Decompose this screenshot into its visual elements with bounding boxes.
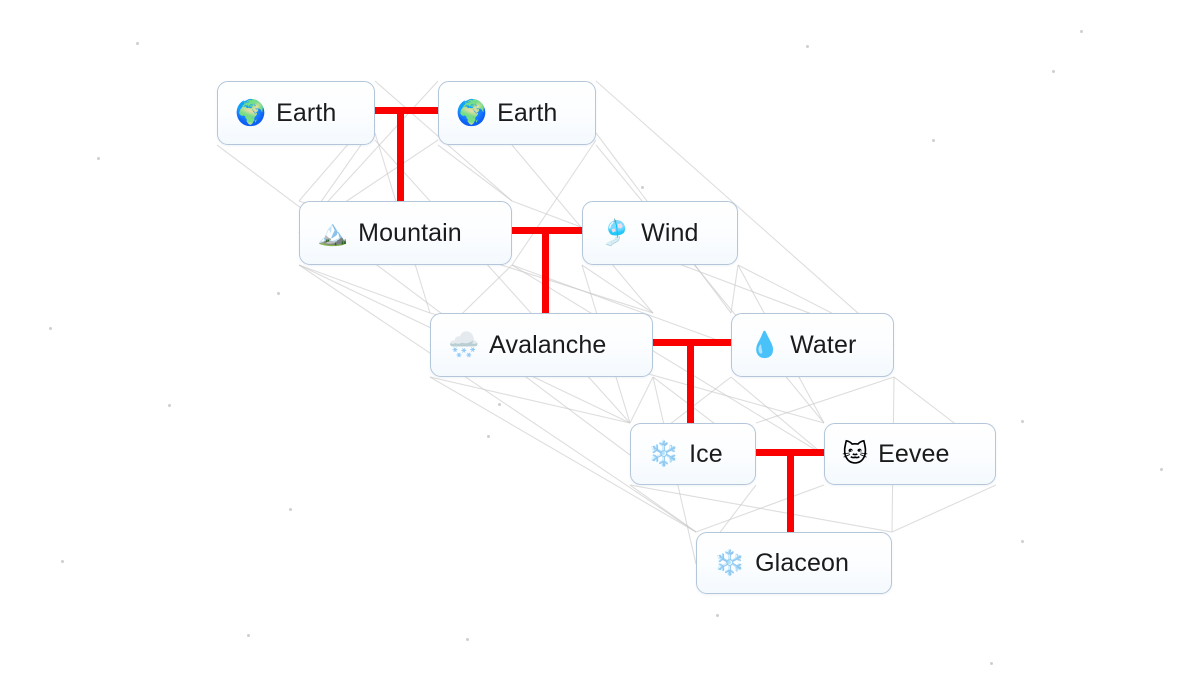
node-card-ice[interactable]: ❄️ Ice (630, 423, 756, 485)
node-card-glaceon[interactable]: ❄️ Glaceon (696, 532, 892, 594)
node-card-eevee[interactable]: 🐱 Eevee (824, 423, 996, 485)
node-card-earth-1[interactable]: 🌍 Earth (217, 81, 375, 145)
node-card-avalanche[interactable]: 🌨️ Avalanche (430, 313, 653, 377)
earth-globe-icon: 🌍 (456, 98, 488, 127)
mountain-icon: 🏔️ (317, 218, 349, 247)
earth-globe-icon: 🌍 (235, 98, 267, 127)
snowflake-icon: ❄️ (714, 548, 746, 577)
cat-face-icon: 🐱 (842, 439, 869, 468)
wind-flag-icon: 🎐 (600, 218, 632, 247)
node-label: Avalanche (489, 330, 607, 359)
node-card-mountain[interactable]: 🏔️ Mountain (299, 201, 512, 265)
node-label: Earth (497, 98, 558, 127)
node-label: Ice (689, 439, 723, 468)
node-card-water[interactable]: 💧 Water (731, 313, 894, 377)
snowflake-icon: ❄️ (648, 439, 680, 468)
node-label: Mountain (358, 218, 462, 247)
node-card-wind[interactable]: 🎐 Wind (582, 201, 738, 265)
node-label: Earth (276, 98, 337, 127)
node-label: Water (790, 330, 857, 359)
node-label: Wind (641, 218, 699, 247)
avalanche-cloud-icon: 🌨️ (448, 330, 480, 359)
water-droplet-icon: 💧 (749, 330, 781, 359)
node-card-earth-2[interactable]: 🌍 Earth (438, 81, 596, 145)
node-label: Eevee (878, 439, 950, 468)
node-label: Glaceon (755, 548, 849, 577)
